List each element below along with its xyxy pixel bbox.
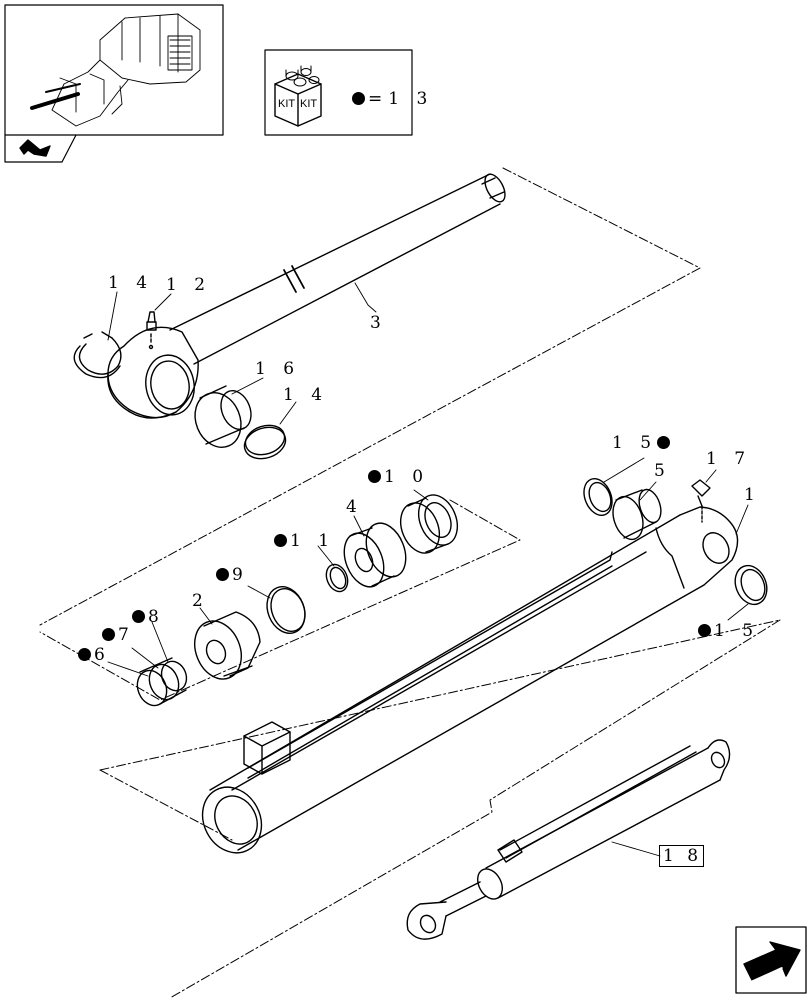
guide-ring [399,494,459,554]
callout-11-number: 1 1 [290,531,336,551]
callout-2[interactable]: 2 [192,591,209,611]
callout-10-number: 1 0 [384,467,430,487]
lower-dashed-boundary [99,769,233,841]
callout-15b[interactable]: 1 5 [698,622,759,640]
callout-9[interactable]: 9 [216,566,249,584]
callout-17[interactable]: 1 7 [706,449,752,469]
callout-9-number: 9 [232,565,249,585]
piston [343,522,407,588]
kit-legend-ref: =1 3 [352,90,433,108]
overview-thumbnail[interactable] [4,4,224,136]
seal-kit-dashed-boundary [39,499,521,701]
callout-10[interactable]: 1 0 [368,468,429,486]
callout-6-number: 6 [94,645,111,665]
o-ring-large [266,586,306,634]
spherical-bushing [194,385,252,448]
kit-dot-icon [102,628,115,641]
cylinder-barrel [201,506,739,854]
o-ring-small [325,563,349,593]
piston-rod [107,173,506,419]
kit-dot-icon [368,470,381,483]
kit-ref-number: 1 3 [388,89,434,109]
kit-equals: = [368,89,389,109]
callout-16[interactable]: 1 6 [255,359,301,379]
kit-dot-icon [216,568,229,581]
callout-15a[interactable]: 1 5 [612,434,673,452]
kit-dot-icon [657,436,671,449]
seal-ring-upper [583,478,613,516]
grease-nipple-rod [146,311,157,345]
callout-18[interactable]: 1 8 [659,845,705,867]
callout-6[interactable]: 6 [78,646,111,664]
cylinder-gland [194,611,261,680]
kit-dot-icon [352,92,365,105]
callout-5[interactable]: 5 [654,461,671,481]
callout-7[interactable]: 7 [102,626,135,644]
kit-dot-icon [698,624,711,637]
callout-1[interactable]: 1 [744,485,761,505]
kit-box-icon [264,49,413,136]
barrel-bushing [612,488,662,541]
callout-15a-number: 1 5 [612,433,658,453]
callout-18-box: 1 8 [659,845,705,867]
callout-12[interactable]: 1 2 [166,275,212,295]
complete-cylinder-assembly [406,739,731,940]
callout-8-number: 8 [148,607,165,627]
callout-11[interactable]: 1 1 [274,532,335,550]
callout-14a[interactable]: 1 4 [108,273,154,293]
callout-15b-number: 1 5 [714,621,760,641]
seal-ring-lower [734,564,768,606]
rod-seal-set [136,657,188,707]
kit-label-right: KIT [300,98,318,110]
callout-7-number: 7 [118,625,135,645]
kit-dot-icon [132,610,145,623]
callout-3[interactable]: 3 [370,313,387,333]
kit-label-left: KIT [278,98,296,110]
kit-dot-icon [274,534,287,547]
grease-nipple-barrel [691,479,711,523]
arrow-forward-icon[interactable] [735,926,807,994]
kit-dot-icon [78,648,91,661]
callout-14b[interactable]: 1 4 [283,385,329,405]
arrow-back-icon[interactable] [4,134,77,163]
callout-8[interactable]: 8 [132,608,165,626]
callout-4[interactable]: 4 [346,497,363,517]
circlip-left [73,331,122,379]
upper-dashed-boundary [39,167,701,626]
circlip-right [243,424,287,460]
